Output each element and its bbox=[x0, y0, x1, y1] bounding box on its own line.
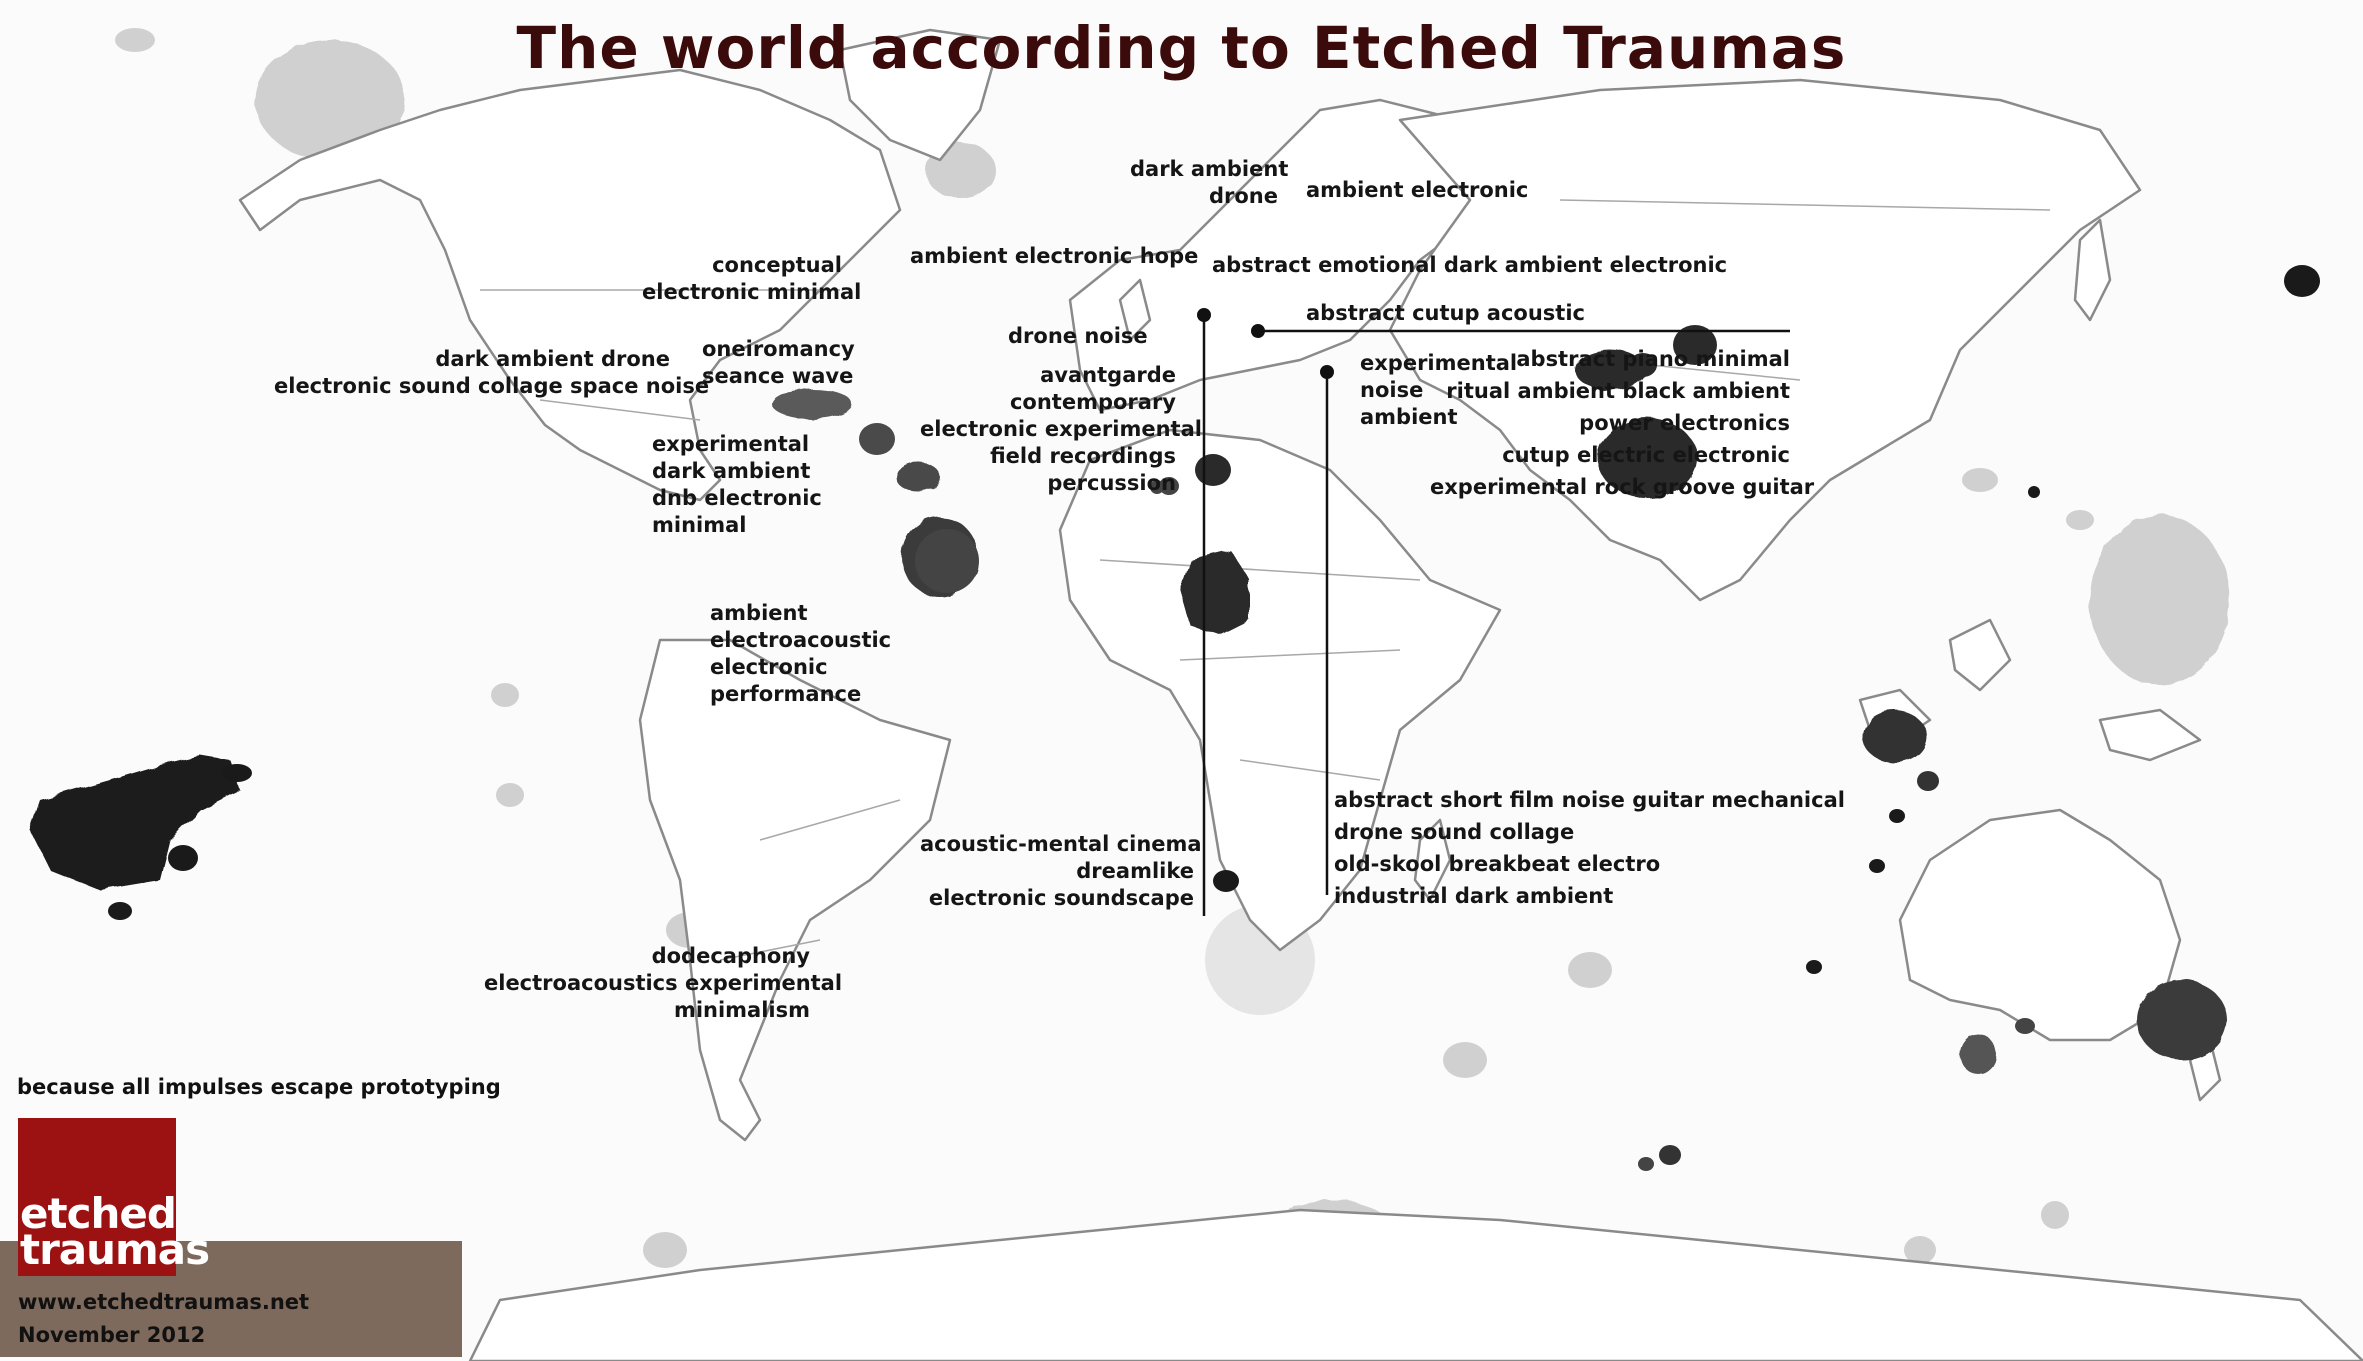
south-america-outline bbox=[638, 638, 952, 1142]
brand-info: www.etchedtraumas.net November 2012 bbox=[18, 1286, 309, 1352]
africa-outline bbox=[1058, 428, 1502, 952]
page-title: The world according to Etched Traumas bbox=[516, 14, 1847, 82]
leader-lines bbox=[1202, 315, 1790, 916]
madagascar-outline bbox=[1413, 818, 1452, 902]
brand-logo bbox=[18, 1118, 176, 1276]
brand-date: November 2012 bbox=[18, 1323, 206, 1347]
marker-dot-europe-west bbox=[1197, 308, 1211, 322]
label-africa-list: abstract short film noise guitar mechani… bbox=[1334, 788, 1845, 908]
marker-dots bbox=[1197, 308, 1334, 379]
marker-dot-europe-central bbox=[1251, 324, 1265, 338]
marker-dot-balkans bbox=[1320, 365, 1334, 379]
label-europe-abstract: abstract emotional dark ambient electron… bbox=[1212, 253, 1728, 277]
dark-ink-blots bbox=[30, 265, 2320, 1171]
label-scandinavia-right: ambient electronic bbox=[1306, 178, 1529, 202]
brand-url[interactable]: www.etchedtraumas.net bbox=[18, 1290, 310, 1314]
label-europe-hope: ambient electronic hope bbox=[910, 244, 1199, 268]
greenland-outline bbox=[838, 28, 1002, 162]
label-europe-cutup: abstract cutup acoustic bbox=[1306, 301, 1585, 325]
antarctica-outline bbox=[468, 1208, 2363, 1361]
country-borders bbox=[480, 199, 2051, 961]
continent-outlines bbox=[238, 28, 2363, 1361]
label-europe-drone-noise: drone noise bbox=[1008, 324, 1148, 348]
australia-outline bbox=[1898, 808, 2182, 1042]
asia-outline bbox=[1388, 78, 2142, 602]
north-america-outline bbox=[238, 68, 902, 502]
tagline: because all impulses escape prototyping bbox=[17, 1075, 501, 1099]
